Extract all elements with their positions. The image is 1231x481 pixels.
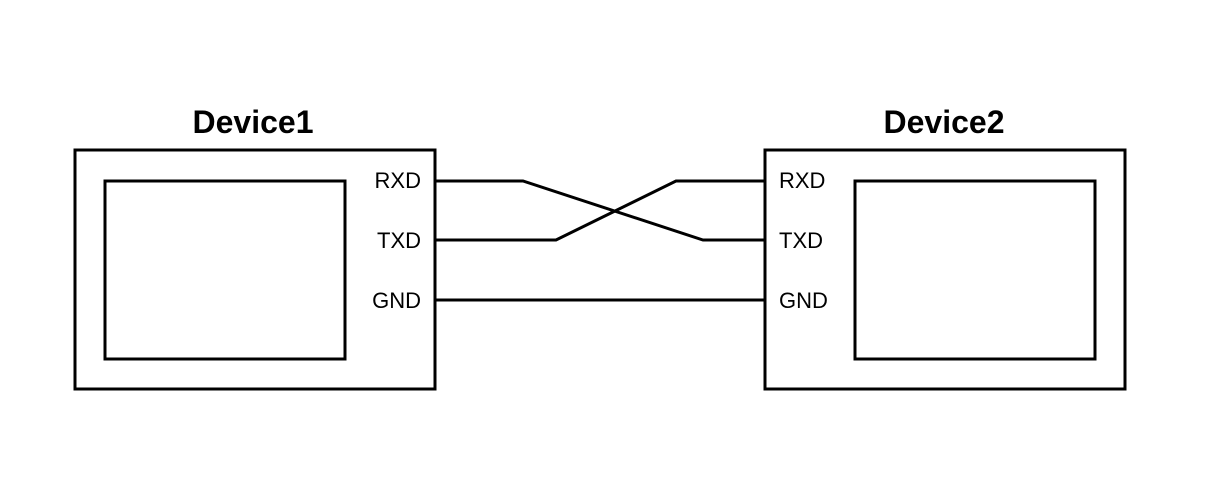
device1: Device1 RXD TXD GND	[73, 104, 437, 391]
device2-title: Device2	[884, 104, 1005, 140]
device2-pin-txd: TXD	[779, 228, 823, 253]
wires	[435, 179, 765, 302]
device2-inner-box	[853, 179, 1097, 361]
device1-pin-txd: TXD	[377, 228, 421, 253]
device1-inner-box	[103, 179, 347, 361]
device1-outer-box	[73, 148, 437, 391]
device1-pin-gnd: GND	[372, 288, 421, 313]
wire-device1-rxd-to-device2-txd	[435, 179, 765, 242]
device2: Device2 RXD TXD GND	[763, 104, 1127, 391]
wire-device1-txd-to-device2-rxd	[435, 179, 765, 242]
device1-title: Device1	[193, 104, 314, 140]
device2-outer-box	[763, 148, 1127, 391]
device2-pin-gnd: GND	[779, 288, 828, 313]
device1-pin-rxd: RXD	[375, 168, 421, 193]
device2-pin-rxd: RXD	[779, 168, 825, 193]
